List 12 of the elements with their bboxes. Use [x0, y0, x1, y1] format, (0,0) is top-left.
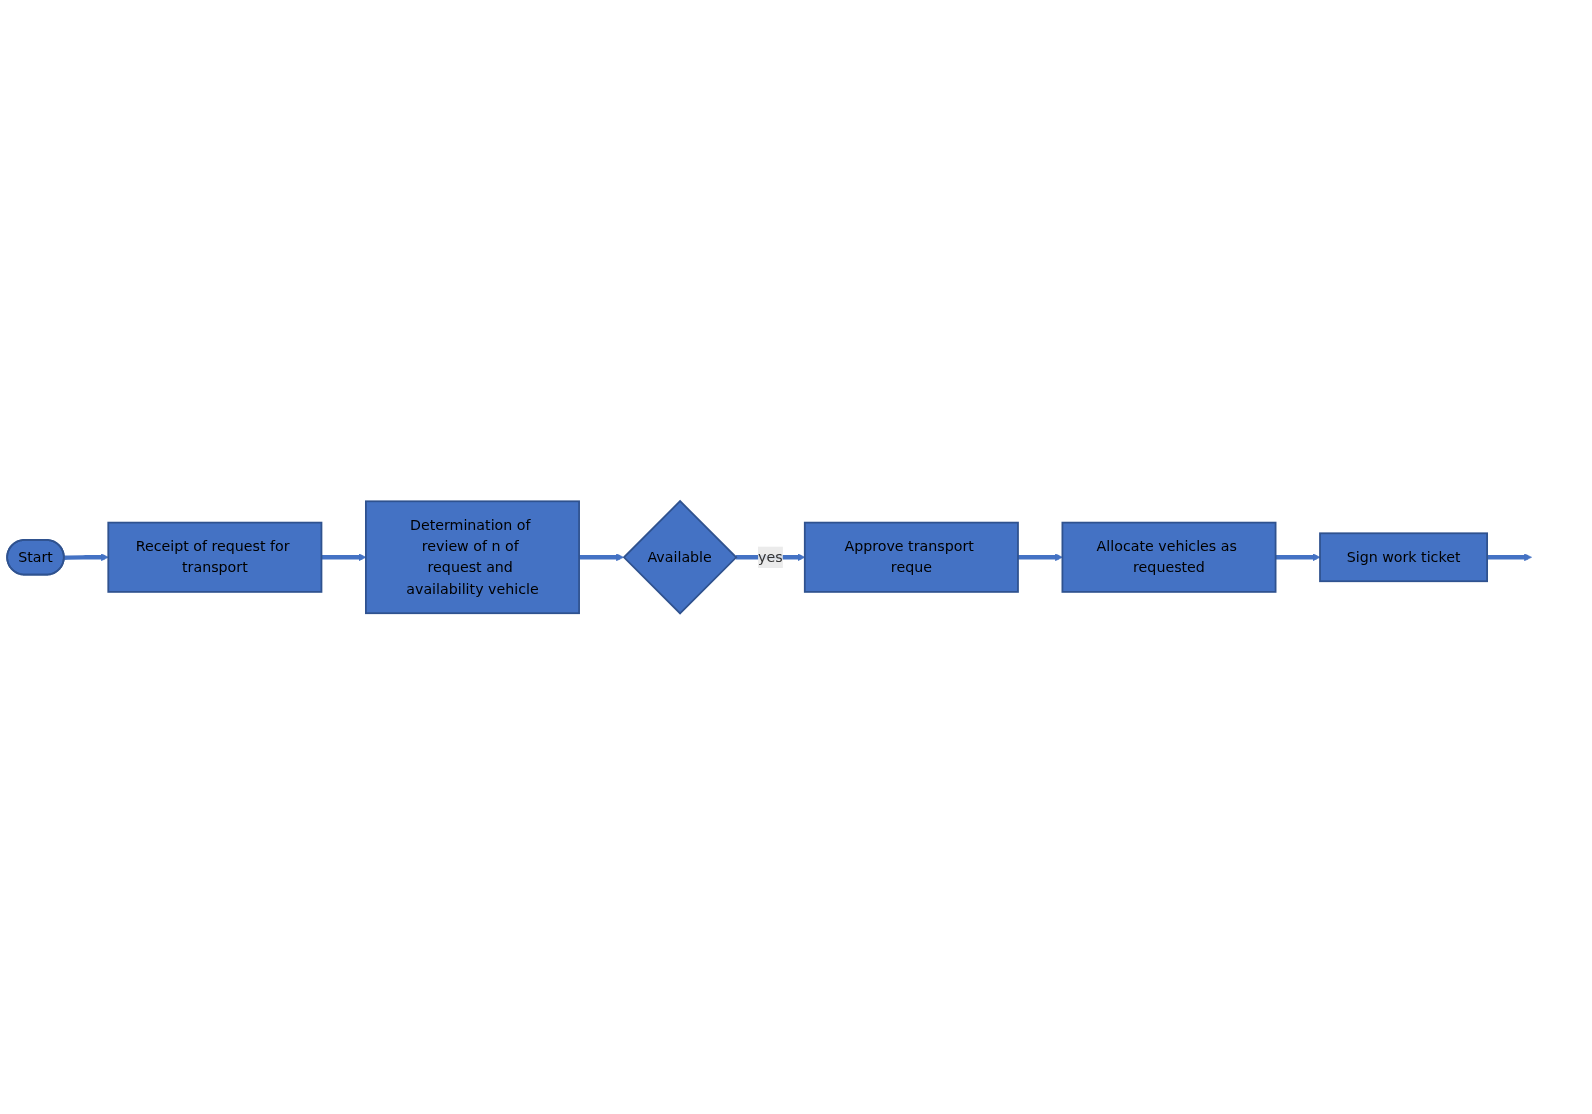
node-box: Allocate vehicles as requested: [1061, 521, 1277, 593]
arrow: [1275, 553, 1321, 561]
node-box: Approve transport reque: [803, 521, 1019, 593]
arrow: [1487, 553, 1532, 561]
arrow: [64, 553, 109, 561]
edge-label: yes: [758, 548, 783, 565]
arrow: [579, 553, 624, 561]
node-box: Receipt of request for transport: [107, 521, 323, 593]
node-diamond: Available: [622, 499, 738, 615]
arrow: [1018, 553, 1063, 561]
node-box: Sign work ticket: [1319, 532, 1488, 582]
node-box: Determination of review of n of request and availability vehicle: [365, 500, 580, 614]
